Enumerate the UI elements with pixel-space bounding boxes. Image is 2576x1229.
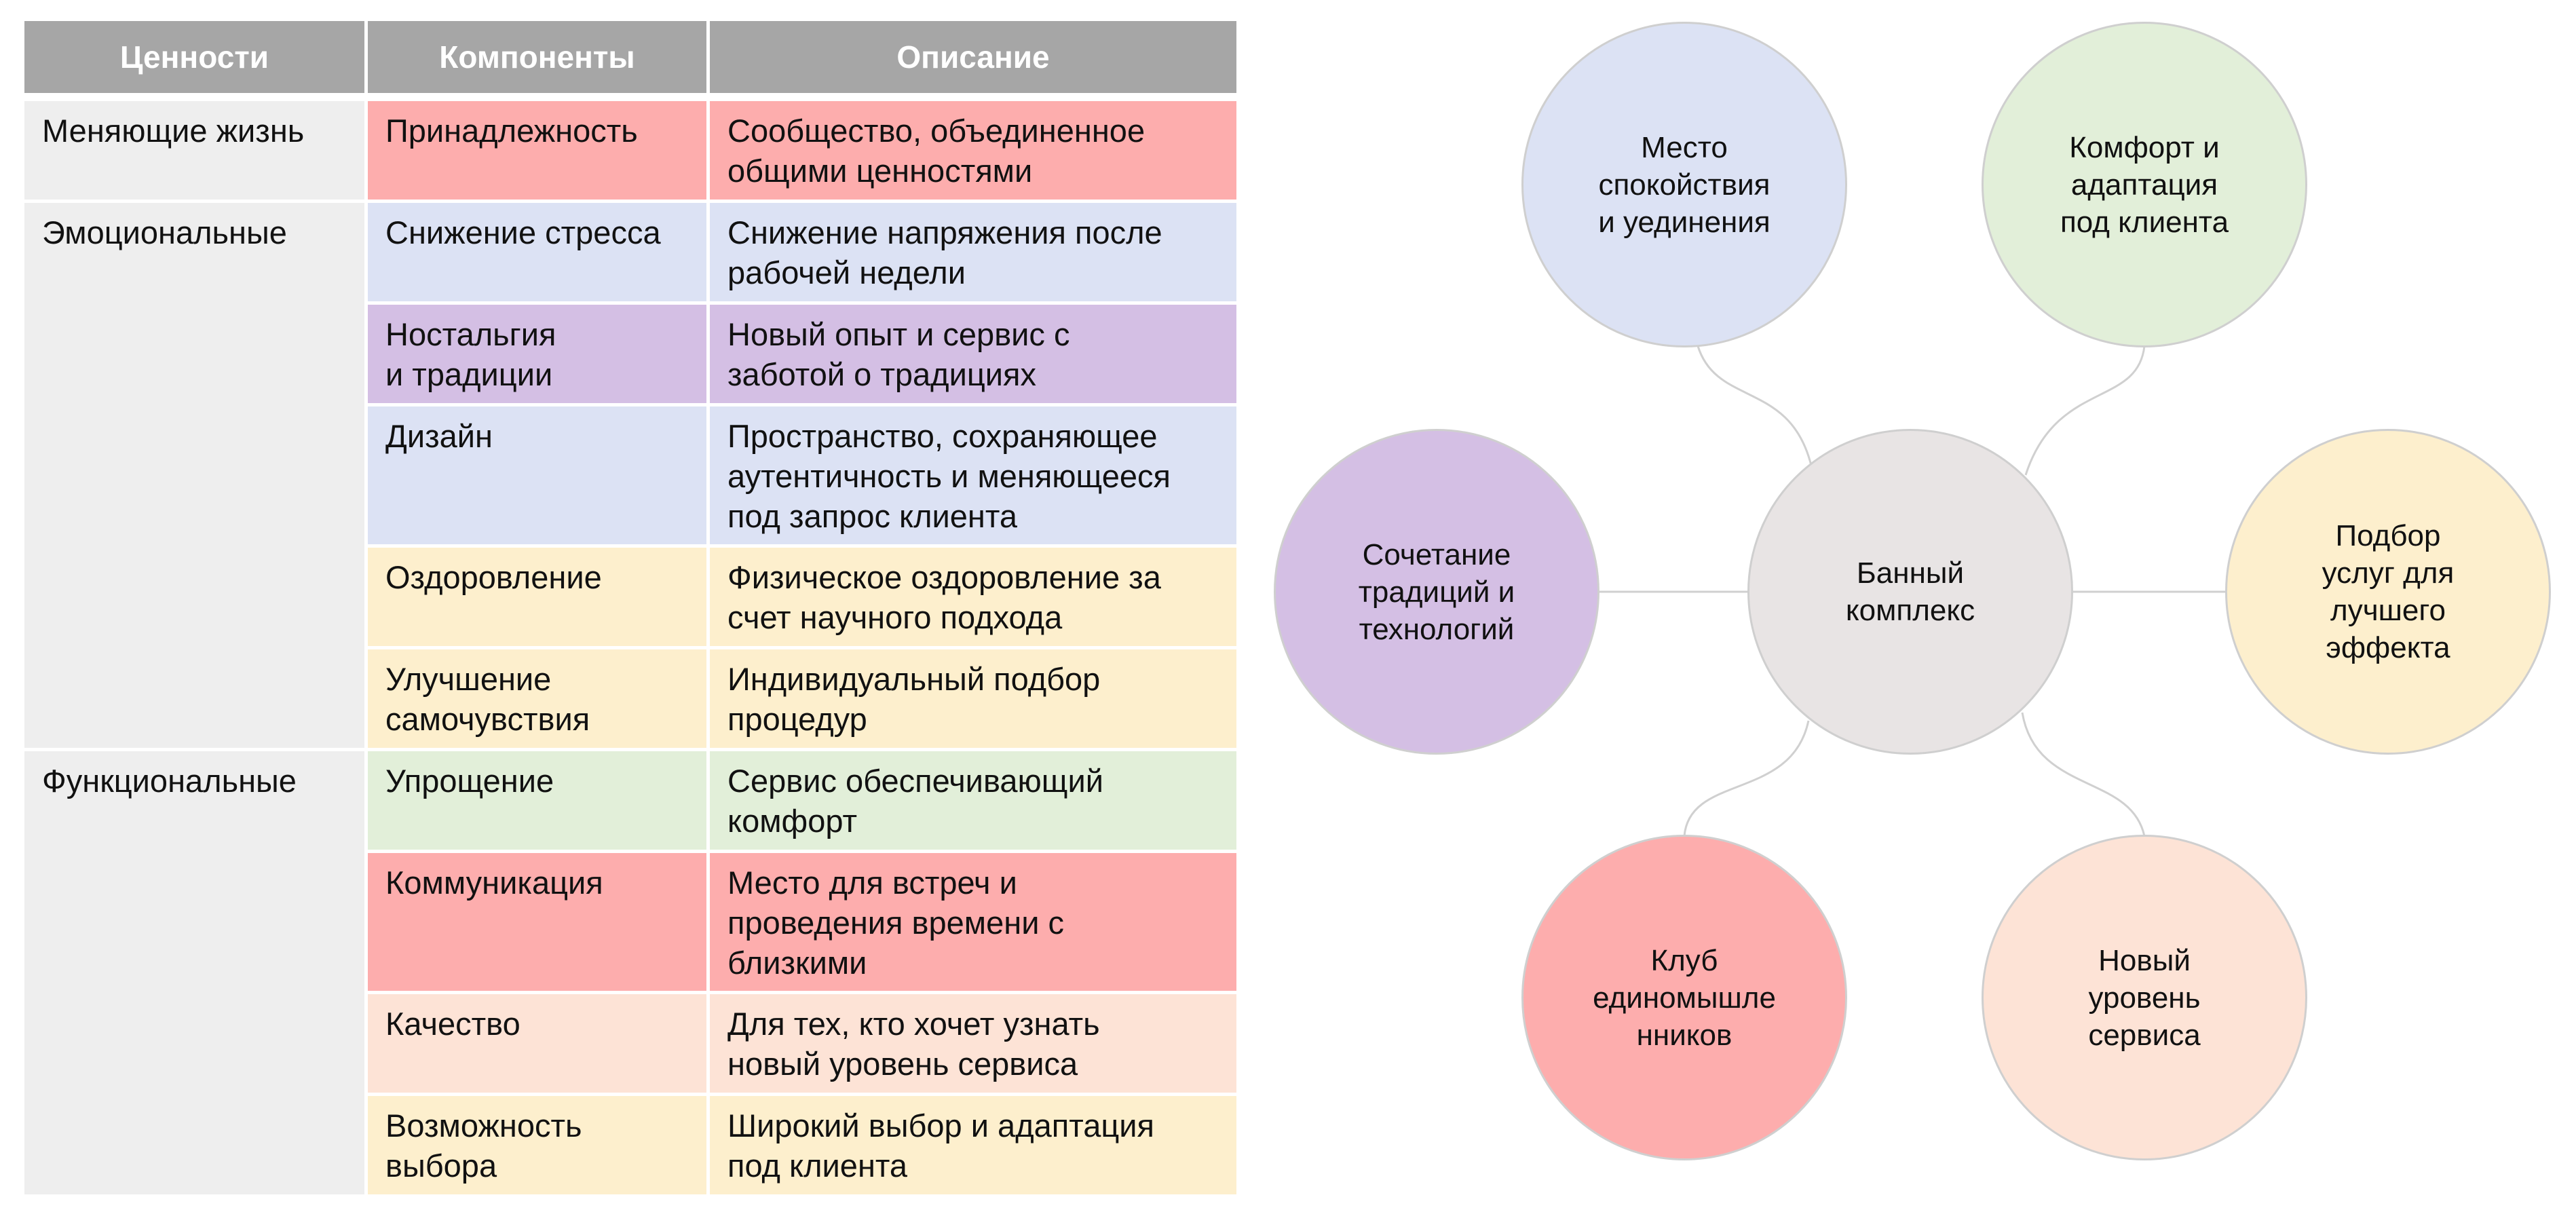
description-cell: Снижение напряжения после рабочей недели (710, 203, 1236, 305)
value-bubble: Комфорт и адаптация под клиента (1982, 22, 2307, 347)
category-cell: Меняющие жизнь (24, 101, 368, 203)
description-cell: Физическое оздоровление за счет научного… (710, 548, 1236, 649)
value-bubble: Клуб единомышле нников (1521, 835, 1847, 1160)
value-bubble-label: Сочетание традиций и технологий (1358, 537, 1515, 646)
header-description: Описание (710, 21, 1236, 93)
component-cell: Возможность выбора (368, 1096, 710, 1198)
values-table: Ценности Компоненты Описание Меняющие жи… (24, 21, 1236, 1198)
component-cell: Принадлежность (368, 101, 710, 203)
description-cell: Пространство, сохраняющее аутентичность … (710, 406, 1236, 548)
value-bubble: Сочетание традиций и технологий (1274, 429, 1599, 755)
component-cell: Коммуникация (368, 853, 710, 994)
category-cell: Эмоциональные (24, 203, 368, 751)
description-cell: Место для встреч и проведения времени с … (710, 853, 1236, 994)
description-cell: Индивидуальный подбор процедур (710, 649, 1236, 751)
component-cell: Дизайн (368, 406, 710, 548)
component-cell: Оздоровление (368, 548, 710, 649)
description-cell: Сообщество, объединенное общими ценностя… (710, 101, 1236, 203)
mindmap: Банный комплекс Место спокойствия и уедин… (1242, 0, 2576, 1229)
connector-line (2021, 712, 2146, 837)
description-cell: Широкий выбор и адаптация под клиента (710, 1096, 1236, 1198)
description-cell: Сервис обеспечивающий комфорт (710, 751, 1236, 853)
description-cell: Новый опыт и сервис с заботой о традиция… (710, 305, 1236, 406)
header-components: Компоненты (368, 21, 710, 93)
component-cell: Упрощение (368, 751, 710, 853)
value-bubble-label: Место спокойствия и уединения (1598, 130, 1770, 239)
value-bubble-label: Новый уровень сервиса (2088, 943, 2201, 1052)
center-bubble: Банный комплекс (1747, 429, 2073, 755)
mindmap-connectors (1598, 345, 2225, 837)
value-bubble-label: Подбор услуг для лучшего эффекта (2322, 519, 2455, 664)
connector-line (1697, 345, 1813, 469)
table-header-row: Ценности Компоненты Описание (24, 21, 1236, 93)
value-bubble: Место спокойствия и уединения (1521, 22, 1847, 347)
table-spacer (24, 93, 1236, 101)
center-bubble-label: Банный комплекс (1845, 556, 1975, 627)
component-cell: Ностальгия и традиции (368, 305, 710, 406)
component-cell: Улучшение самочувствия (368, 649, 710, 751)
category-cell: Функциональные (24, 751, 368, 1198)
header-values: Ценности (24, 21, 368, 93)
value-bubble-label: Клуб единомышле нников (1593, 943, 1776, 1052)
description-cell: Для тех, кто хочет узнать новый уровень … (710, 994, 1236, 1096)
connector-line (2024, 345, 2146, 476)
connector-line (1683, 720, 1810, 837)
value-bubble: Новый уровень сервиса (1982, 835, 2307, 1160)
value-bubble: Подбор услуг для лучшего эффекта (2225, 429, 2551, 755)
component-cell: Качество (368, 994, 710, 1096)
value-bubble-label: Комфорт и адаптация под клиента (2060, 130, 2229, 239)
component-cell: Снижение стресса (368, 203, 710, 305)
